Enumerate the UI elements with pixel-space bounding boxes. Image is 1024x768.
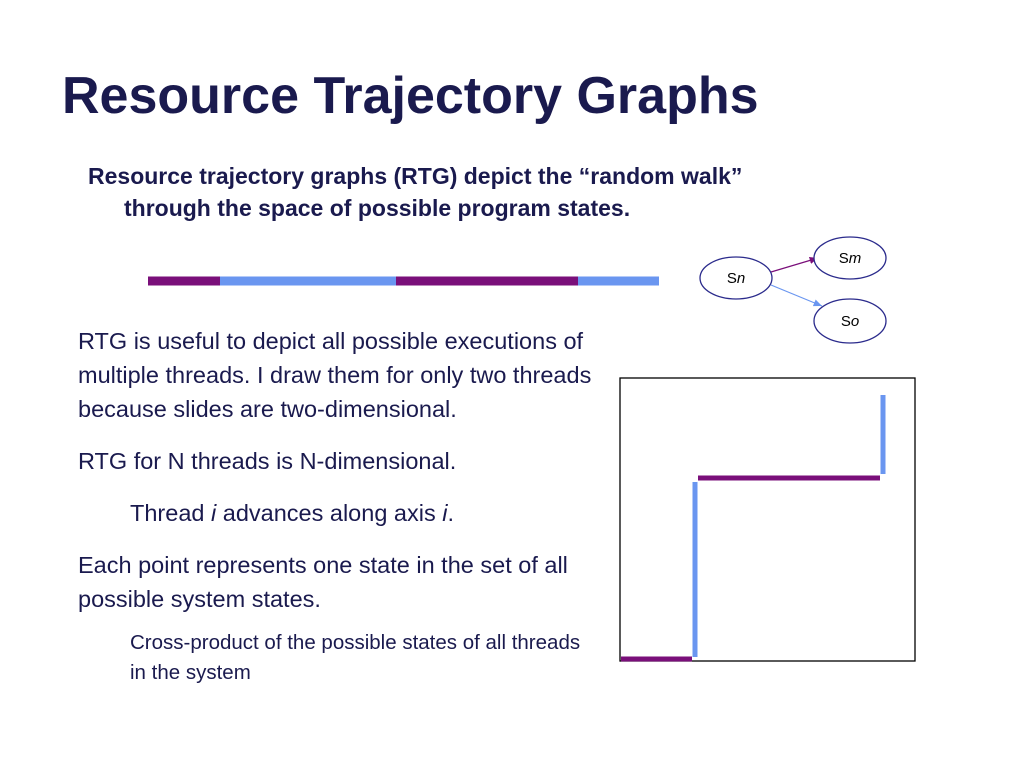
slide-title: Resource Trajectory Graphs: [62, 67, 759, 125]
bullet-rtg-useful: RTG is useful to depict all possible exe…: [78, 328, 592, 422]
quote-close: ”: [730, 163, 743, 189]
node-sn-label: Sn: [727, 270, 745, 287]
quoted-phrase: random walk: [590, 163, 731, 189]
node-sm-label: Sm: [839, 250, 862, 267]
node-sn: [699, 256, 773, 300]
intro-line-2: through the space of possible program st…: [124, 195, 631, 221]
bullet-thread-axis: Thread i advances along axis i.: [78, 496, 598, 530]
intro-line-1: Resource trajectory graphs (RTG) depict …: [88, 160, 928, 192]
node-so-label: So: [841, 313, 859, 330]
node-sm: [813, 236, 887, 280]
node-so: [813, 298, 887, 344]
bullet-cross-product: Cross-product of the possible states of …: [130, 631, 581, 684]
bullet-list: RTG is useful to depict all possible exe…: [78, 324, 598, 706]
bullet-thread-axis-post: .: [447, 500, 455, 526]
bullet-rtg-n-dim: RTG for N threads is N-dimensional.: [78, 448, 457, 474]
bullet-thread-axis-i2: i: [442, 500, 448, 526]
rtg-box-frame: [619, 377, 916, 662]
state-graph: Sn Sm So: [699, 236, 887, 344]
bullet-thread-axis-i1: i: [211, 500, 217, 526]
rtg-box: [619, 377, 916, 662]
intro-text: Resource trajectory graphs (RTG) depict …: [88, 160, 928, 224]
bullet-thread-axis-mid: advances along axis: [216, 500, 443, 526]
intro-line-1-text: Resource trajectory graphs (RTG) depict …: [88, 163, 579, 189]
bullet-each-point: Each point represents one state in the s…: [78, 552, 568, 612]
quote-open: “: [578, 163, 591, 189]
edge-sn-to-sm: [770, 256, 819, 273]
edge-sn-to-so: [770, 284, 823, 307]
bullet-thread-axis-pre: Thread: [130, 500, 211, 526]
